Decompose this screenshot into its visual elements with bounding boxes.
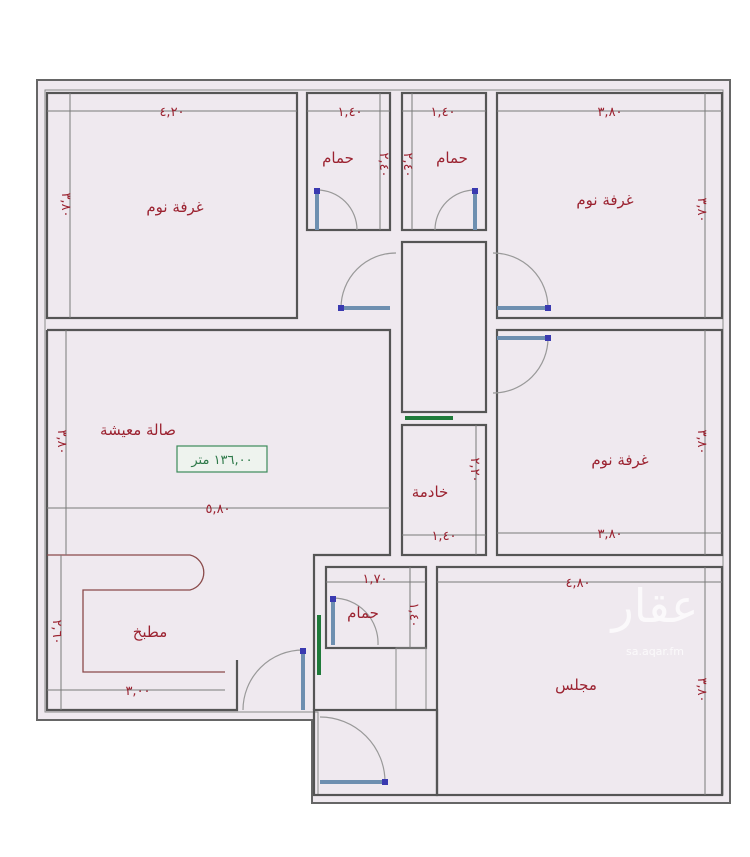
wall-corridor — [400, 240, 488, 414]
wall-bathroom-1 — [305, 91, 392, 232]
bathroom-3-width: ١,٧٠ — [362, 572, 387, 587]
bedroom-right-width: ٣,٨٠ — [597, 527, 622, 542]
watermark-url: sa.aqar.fm — [626, 645, 684, 658]
kitchen-counter — [47, 554, 225, 673]
bedroom-top-right-label: غرفة نوم — [576, 191, 633, 209]
majlis-depth: ٣,٨٠ — [694, 677, 709, 702]
total-area-badge — [176, 445, 268, 473]
maid-room-width: ١,٤٠ — [431, 529, 456, 544]
kitchen-width: ٣,٠٠ — [125, 684, 150, 699]
majlis-label: مجلس — [555, 676, 597, 694]
bathroom-2-width: ١,٤٠ — [430, 105, 455, 120]
bathroom-3-depth: ١,٤٠ — [406, 602, 421, 627]
wall-majlis — [435, 565, 724, 797]
bathroom-1-width: ١,٤٠ — [337, 105, 362, 120]
living-room-width: ٥,٨٠ — [205, 502, 230, 517]
kitchen-depth: ٢,٦٠ — [49, 619, 64, 644]
bathroom-1-depth: ٢,٤٠ — [376, 152, 391, 177]
majlis-width: ٤,٨٠ — [565, 576, 590, 591]
living-room-label: صالة معيشة — [100, 421, 176, 439]
wall-bathroom-3 — [324, 565, 428, 650]
bedroom-top-right-width: ٣,٨٠ — [597, 105, 622, 120]
watermark-logo: عقار — [610, 579, 699, 633]
bathroom-3-label: حمام — [347, 604, 379, 622]
wall-bedroom-top-right — [495, 91, 724, 320]
maid-room-depth: ٢,٢٠ — [467, 457, 482, 482]
living-room-depth: ٣,٨٠ — [54, 429, 69, 454]
wall-maid-room — [400, 423, 488, 557]
kitchen-label: مطبخ — [133, 623, 168, 641]
wall-bedroom-top-left — [45, 91, 299, 320]
bathroom-1-label: حمام — [322, 149, 354, 167]
total-area-text: ١٣٦,٠٠ متر — [190, 453, 252, 468]
bedroom-top-left-label: غرفة نوم — [146, 198, 203, 216]
bedroom-top-left-width: ٤,٢٠ — [159, 105, 184, 120]
bathroom-2-label: حمام — [436, 149, 468, 167]
wall-entrance — [312, 708, 439, 797]
bathroom-2-depth: ٢,٤٠ — [400, 152, 415, 177]
bedroom-top-left-depth: ٣,٨٠ — [58, 192, 73, 217]
bedroom-top-right-depth: ٣,٨٠ — [694, 197, 709, 222]
dimension-lines — [47, 93, 722, 795]
wall-bathroom-2 — [400, 91, 488, 232]
bedroom-right-depth: ٣,٨٠ — [694, 429, 709, 454]
maid-room-label: خادمة — [412, 483, 449, 501]
bedroom-right-label: غرفة نوم — [591, 451, 648, 469]
wall-living-room — [45, 328, 392, 712]
plan-floor — [36, 79, 731, 804]
doors — [242, 188, 551, 785]
wall-bedroom-right — [495, 328, 724, 557]
